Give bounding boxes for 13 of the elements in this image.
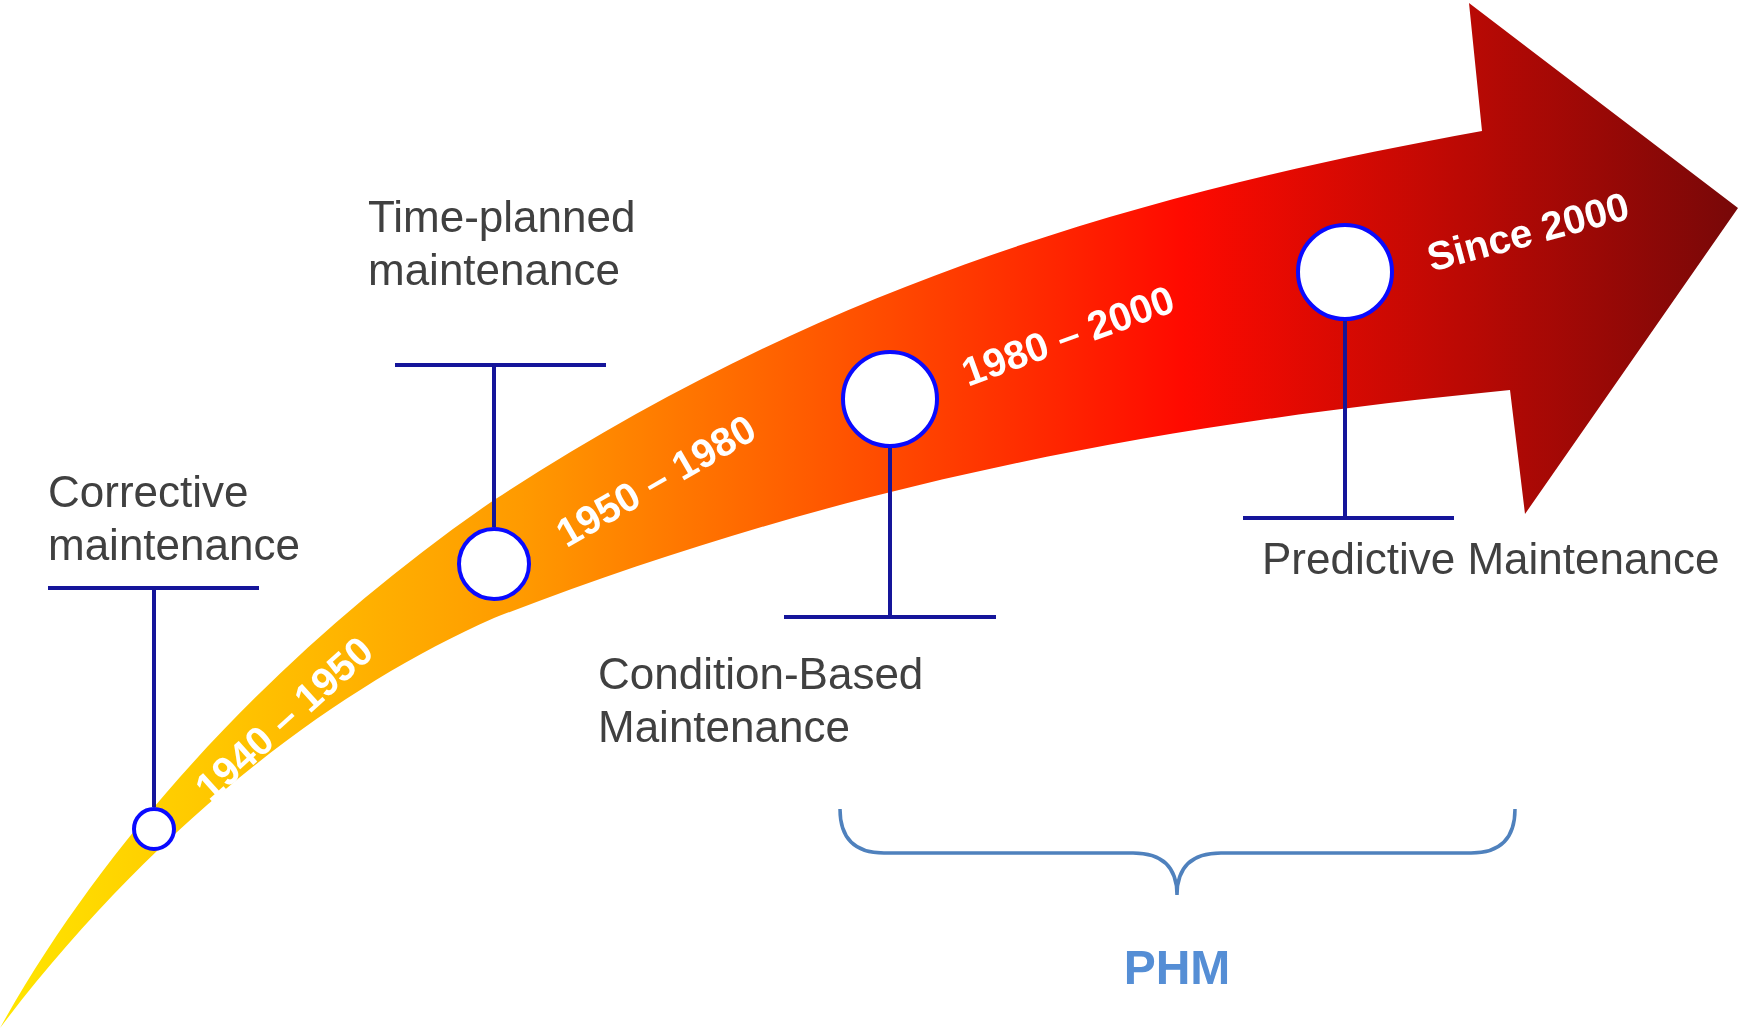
bracket-label: PHM xyxy=(1123,939,1231,995)
leader-line xyxy=(393,363,608,529)
stage-label: Condition-Based Maintenance xyxy=(598,648,925,753)
leader-line xyxy=(46,586,261,809)
stage-label: Predictive Maintenance xyxy=(1262,533,1721,585)
stage-label: Time-planned maintenance xyxy=(368,191,637,296)
period-label: 1980 – 2000 xyxy=(955,276,1181,396)
leader-line xyxy=(782,446,998,619)
milestone-circle xyxy=(132,807,176,851)
period-label: Since 2000 xyxy=(1422,183,1634,281)
period-label: 1950 – 1980 xyxy=(548,405,764,557)
leader-line xyxy=(1241,319,1456,520)
stage-label: Corrective maintenance xyxy=(48,466,301,571)
